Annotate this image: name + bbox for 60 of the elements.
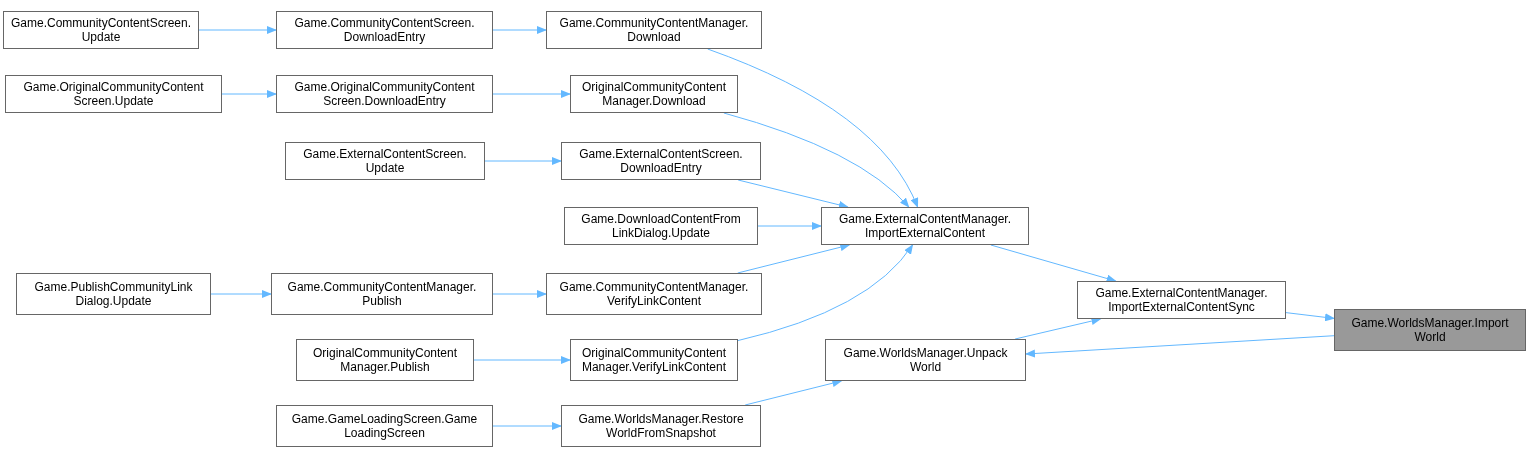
function-name: OriginalCommunityContent Manager.VerifyLinkContent — [580, 346, 728, 374]
arrow — [198, 26, 277, 34]
arrow — [473, 356, 571, 364]
arrow — [1025, 335, 1335, 358]
function-name: OriginalCommunityContent Manager.Publish — [311, 346, 459, 374]
arrow — [737, 179, 849, 209]
arrow — [757, 222, 822, 230]
arrow — [210, 290, 272, 298]
function-name: Game.CommunityContentManager. VerifyLinkContent — [558, 280, 750, 308]
arrow — [492, 422, 562, 430]
function-name: Game.PublishCommunityLink Dialog.Update — [33, 280, 194, 308]
function-name: Game.DownloadContentFrom LinkDialog.Update — [580, 212, 742, 240]
function-box — [564, 207, 758, 245]
arrow — [492, 290, 547, 298]
function-box — [561, 405, 761, 447]
arrow — [492, 90, 571, 98]
arrow — [990, 244, 1117, 283]
function-box — [570, 75, 738, 113]
function-box — [821, 207, 1029, 245]
function-box — [3, 11, 199, 49]
function-box — [546, 11, 762, 49]
arrow — [723, 112, 910, 208]
function-name: Game.WorldsManager.Restore WorldFromSnapshot — [577, 412, 745, 440]
function-box — [1334, 309, 1526, 351]
arrow — [707, 48, 919, 208]
function-box — [276, 11, 493, 49]
function-name: Game.ExternalContentScreen. Update — [302, 147, 468, 175]
arrow — [744, 379, 843, 406]
function-name: Game.ExternalContentScreen. DownloadEntry — [578, 147, 744, 175]
function-box — [271, 273, 493, 315]
function-name: Game.CommunityContentManager. Publish — [286, 280, 478, 308]
function-box — [825, 339, 1026, 381]
arrow — [492, 26, 547, 34]
function-name: Game.GameLoadingScreen.Game LoadingScreen — [290, 412, 479, 440]
function-box — [285, 142, 485, 180]
function-box — [1077, 281, 1286, 319]
function-box — [5, 75, 222, 113]
function-name: Game.OriginalCommunityContent Screen.DownloadEntry — [293, 80, 476, 108]
function-name: Game.WorldsManager.Unpack World — [842, 346, 1009, 374]
arrow — [484, 157, 562, 165]
function-box — [561, 142, 761, 180]
function-box — [276, 75, 493, 113]
function-box — [16, 273, 211, 315]
function-name: OriginalCommunityContent Manager.Download — [580, 80, 728, 108]
function-name: Game.WorldsManager.Import World — [1350, 316, 1510, 344]
function-name: Game.CommunityContentScreen. DownloadEntry — [293, 16, 476, 44]
arrow — [737, 244, 914, 342]
function-name: Game.ExternalContentManager. ImportExternalContent — [837, 212, 1013, 240]
function-name: Game.CommunityContentScreen. Update — [10, 16, 192, 44]
function-name: Game.ExternalContentManager. ImportExternalContentSync — [1094, 286, 1269, 314]
arrow — [1014, 317, 1102, 340]
function-name: Game.OriginalCommunityContent Screen.Update — [22, 80, 205, 108]
function-name: Game.CommunityContentManager. Download — [558, 16, 750, 44]
function-box — [546, 273, 762, 315]
arrow — [1285, 312, 1335, 322]
arrow — [737, 243, 851, 274]
function-box — [276, 405, 493, 447]
function-box — [296, 339, 474, 381]
function-box — [570, 339, 738, 381]
arrow — [221, 90, 277, 98]
